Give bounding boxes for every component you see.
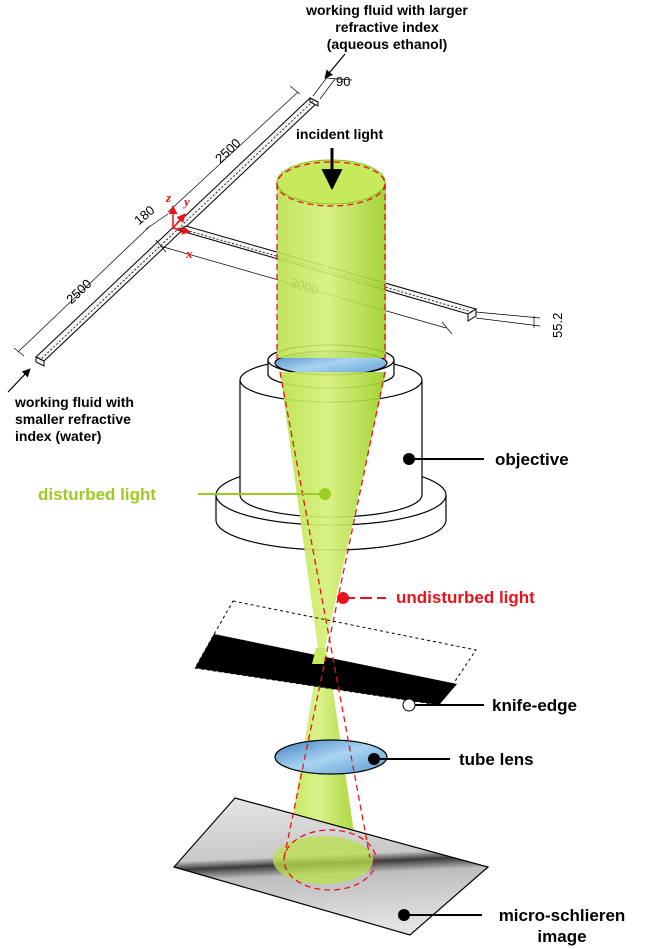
axis-y-label: y: [182, 194, 190, 209]
label-incident-light: incident light: [296, 126, 383, 142]
axis-z-label: z: [165, 190, 172, 205]
dim-length-upper: 2500: [212, 135, 243, 166]
svg-text:refractive index: refractive index: [335, 19, 439, 35]
svg-text:(aqueous ethanol): (aqueous ethanol): [327, 36, 448, 52]
dim-length-lower: 2500: [63, 276, 94, 307]
objective-pointer: [403, 453, 484, 465]
label-larger-fluid: working fluid with larger refractive ind…: [305, 2, 468, 52]
undisturbed-light-pointer: [337, 592, 386, 604]
axis-x-label: x: [185, 246, 193, 261]
label-objective: objective: [495, 450, 569, 469]
dim-width-top: 90: [336, 74, 350, 89]
knife-edge-plate: [194, 600, 477, 706]
svg-text:image: image: [537, 927, 586, 946]
label-tube-lens: tube lens: [459, 750, 534, 769]
microchannel: [35, 97, 478, 367]
knife-edge-pointer: [402, 698, 484, 712]
label-smaller-fluid: working fluid with smaller refractive in…: [14, 394, 134, 444]
dim-depth: 55.2: [550, 313, 565, 338]
disturbed-light-pointer: [198, 488, 331, 500]
svg-text:index (water): index (water): [15, 428, 101, 444]
svg-text:working fluid with: working fluid with: [14, 394, 134, 410]
undisturbed-light-path: [276, 161, 386, 891]
micro-schlieren-pointer: [398, 909, 482, 921]
svg-text:smaller refractive: smaller refractive: [15, 411, 131, 427]
svg-text:working fluid with larger: working fluid with larger: [305, 2, 468, 18]
coordinate-axes: [168, 205, 191, 235]
label-disturbed-light: disturbed light: [38, 485, 156, 504]
label-micro-schlieren: micro-schlieren image: [499, 906, 626, 946]
larger-fluid-arrow: [324, 53, 346, 79]
svg-text:micro-schlieren: micro-schlieren: [499, 906, 626, 925]
label-knife-edge: knife-edge: [492, 696, 577, 715]
schlieren-screen: [172, 797, 490, 936]
smaller-fluid-arrow: [7, 368, 31, 393]
label-undisturbed-light: undisturbed light: [396, 588, 535, 607]
tube-lens-pointer: [368, 753, 450, 765]
